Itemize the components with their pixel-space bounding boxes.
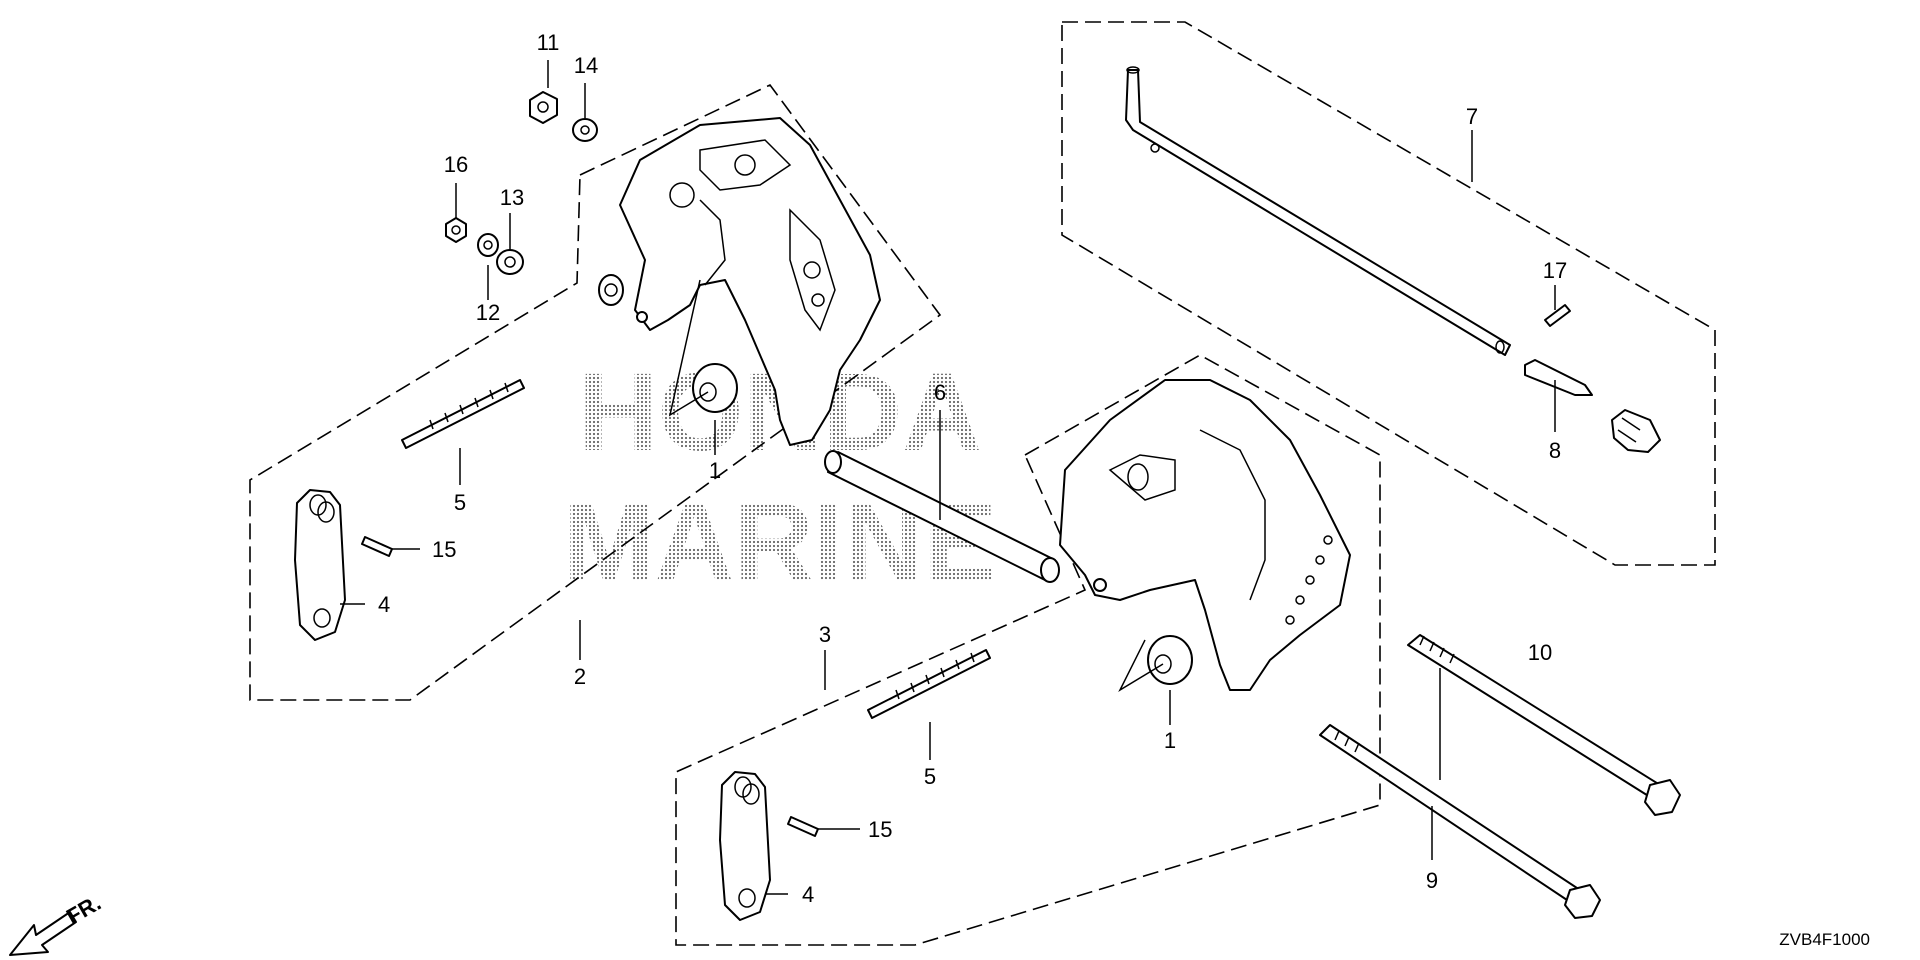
callout-5-left: 5	[454, 490, 466, 515]
callout-1-right: 1	[1164, 728, 1176, 753]
grommet	[1611, 409, 1661, 453]
pin-15-right	[787, 816, 819, 837]
callout-7: 7	[1466, 104, 1478, 129]
washer-13	[496, 249, 524, 275]
steering-rod	[1125, 66, 1511, 356]
nut-11	[529, 91, 558, 124]
callout-12: 12	[476, 300, 500, 325]
callout-1-left: 1	[709, 458, 721, 483]
washer-1-right	[1118, 635, 1193, 692]
callout-3: 3	[819, 622, 831, 647]
stud-5-left	[401, 379, 525, 449]
callout-4-right: 4	[802, 882, 814, 907]
link-4-left	[294, 489, 346, 641]
callout-10: 10	[1528, 640, 1552, 665]
bolt-9	[1319, 724, 1601, 919]
leader-lines	[340, 60, 1556, 895]
washer-1-left	[668, 279, 738, 417]
lock-washer-12	[477, 233, 499, 257]
stern-bracket-left	[598, 117, 881, 446]
callout-6: 6	[934, 380, 946, 405]
tilt-tube	[824, 450, 1060, 583]
callout-15-left: 15	[432, 537, 456, 562]
callouts: 1 1 2 3 4 4 5 5 6 7 8 9 10 11 12 13 14 1…	[378, 30, 1567, 907]
callout-13: 13	[500, 185, 524, 210]
callout-2: 2	[574, 664, 586, 689]
washer-14	[572, 118, 598, 142]
bolt-10	[1407, 634, 1681, 816]
callout-16: 16	[444, 152, 468, 177]
callout-9: 9	[1426, 868, 1438, 893]
bracket-right-group-outline	[675, 354, 1381, 946]
callout-5-right: 5	[924, 764, 936, 789]
nut-16	[445, 217, 467, 243]
callout-11: 11	[537, 30, 560, 55]
cotter-pin-17	[1544, 304, 1571, 327]
pin-15-left	[361, 536, 393, 557]
callout-4-left: 4	[378, 592, 390, 617]
diagram-code: ZVB4F1000	[1779, 930, 1870, 949]
stern-bracket-right	[1059, 379, 1351, 691]
steering-rod-group-outline	[1061, 21, 1716, 566]
link-4-right	[719, 771, 771, 921]
callout-8: 8	[1549, 438, 1561, 463]
group-outlines	[249, 21, 1716, 946]
callout-15-right: 15	[868, 817, 892, 842]
bracket-left-group-outline	[249, 83, 942, 701]
stud-5-right	[867, 649, 991, 719]
front-direction-arrow: FR.	[9, 890, 105, 956]
callout-17: 17	[1543, 258, 1567, 283]
callout-14: 14	[574, 53, 598, 78]
clip-8	[1524, 359, 1593, 396]
